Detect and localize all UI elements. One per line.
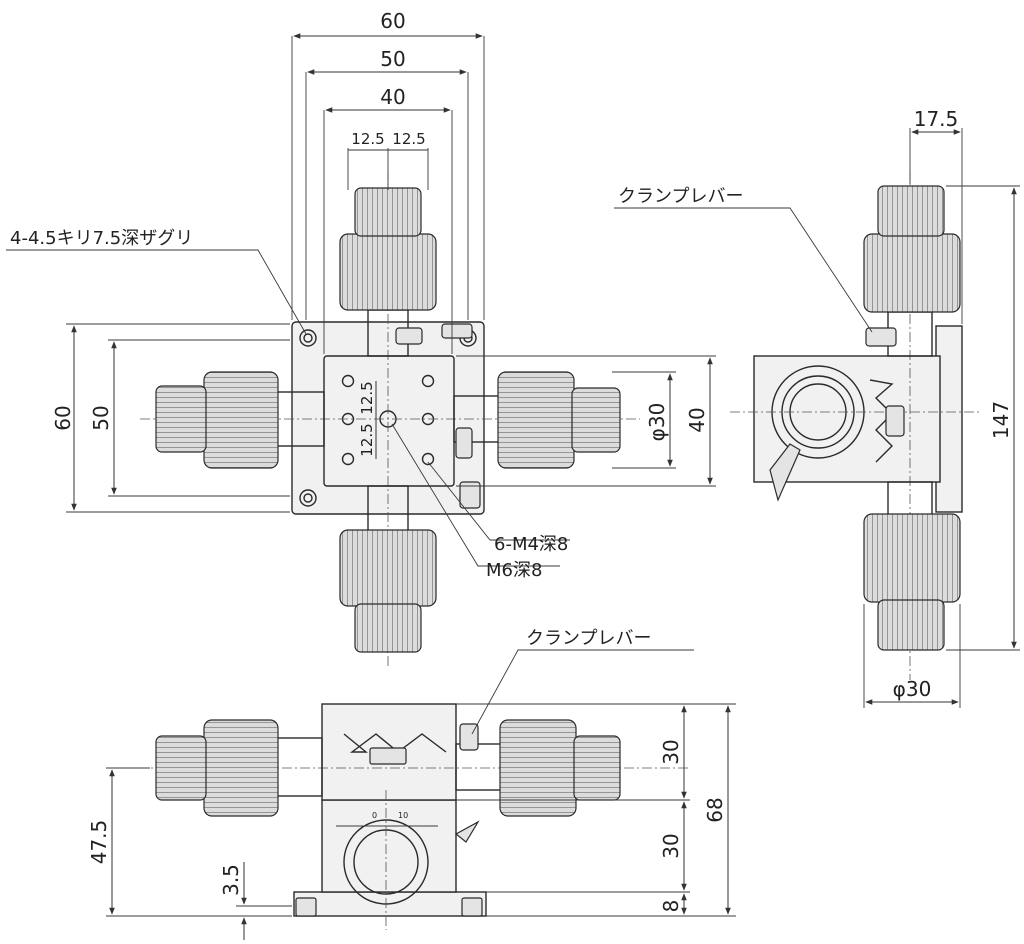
side-micrometer-top xyxy=(863,185,961,357)
top-view: 60 50 40 12.5 12.5 60 50 12.5 12.5 φ30 xyxy=(6,9,716,668)
scale-mark-0: 0 xyxy=(372,811,377,820)
dim-base: 8 xyxy=(659,900,683,913)
note-clamp-lever-front: クランプレバー xyxy=(526,628,651,649)
side-clamp-lever xyxy=(865,327,897,347)
m4-tapped-holes xyxy=(341,374,435,466)
dim-table-40: 40 xyxy=(685,407,709,432)
front-view: 0 10 xyxy=(87,628,736,940)
dim-width-40: 40 xyxy=(380,85,405,109)
dim-inner-pitch-a: 12.5 xyxy=(358,381,376,414)
note-counterbore: 4-4.5キリ7.5深ザグリ xyxy=(10,228,193,249)
front-lower-stage xyxy=(321,799,457,893)
front-dimensions xyxy=(106,703,736,940)
note-tap-m6: M6深8 xyxy=(486,560,542,581)
dim-pitch-left: 12.5 xyxy=(351,130,384,148)
dimensions-left xyxy=(66,323,377,513)
dim-total-68: 68 xyxy=(703,797,727,822)
dim-total-height: 147 xyxy=(989,401,1013,439)
dim-width-60: 60 xyxy=(380,9,405,33)
note-clamp-lever-side: クランプレバー xyxy=(618,186,743,207)
side-dimensions xyxy=(863,128,1020,708)
dimensions-right-top-view xyxy=(456,355,716,487)
dim-width-50: 50 xyxy=(380,47,405,71)
micrometer-right xyxy=(453,371,621,469)
dim-base-offset: 3.5 xyxy=(219,864,243,896)
dim-depth: 17.5 xyxy=(914,107,959,131)
scale-mark-10: 10 xyxy=(398,811,408,820)
note-tap-m4: 6-M4深8 xyxy=(494,534,568,555)
clamp-lever-top-view xyxy=(395,323,481,509)
dim-height-60: 60 xyxy=(51,405,75,430)
dim-inner-pitch-b: 12.5 xyxy=(358,423,376,456)
front-micrometer-left xyxy=(155,719,323,817)
front-micrometer-right xyxy=(455,719,621,817)
dim-axis-height: 47.5 xyxy=(87,820,111,865)
dim-upper-stage: 30 xyxy=(659,739,683,764)
dim-pitch-right: 12.5 xyxy=(392,130,425,148)
dimensions-top xyxy=(291,33,485,354)
micrometer-bottom xyxy=(339,485,437,653)
micrometer-top xyxy=(339,187,437,357)
side-micrometer-bottom xyxy=(863,481,961,651)
side-view: 17.5 147 φ30 クランプレバー xyxy=(614,107,1020,708)
dim-knob-dia-top: φ30 xyxy=(645,403,669,442)
micrometer-left xyxy=(155,371,325,469)
dim-height-50: 50 xyxy=(89,405,113,430)
dim-lower-stage: 30 xyxy=(659,833,683,858)
dim-knob-dia-side: φ30 xyxy=(893,677,932,701)
